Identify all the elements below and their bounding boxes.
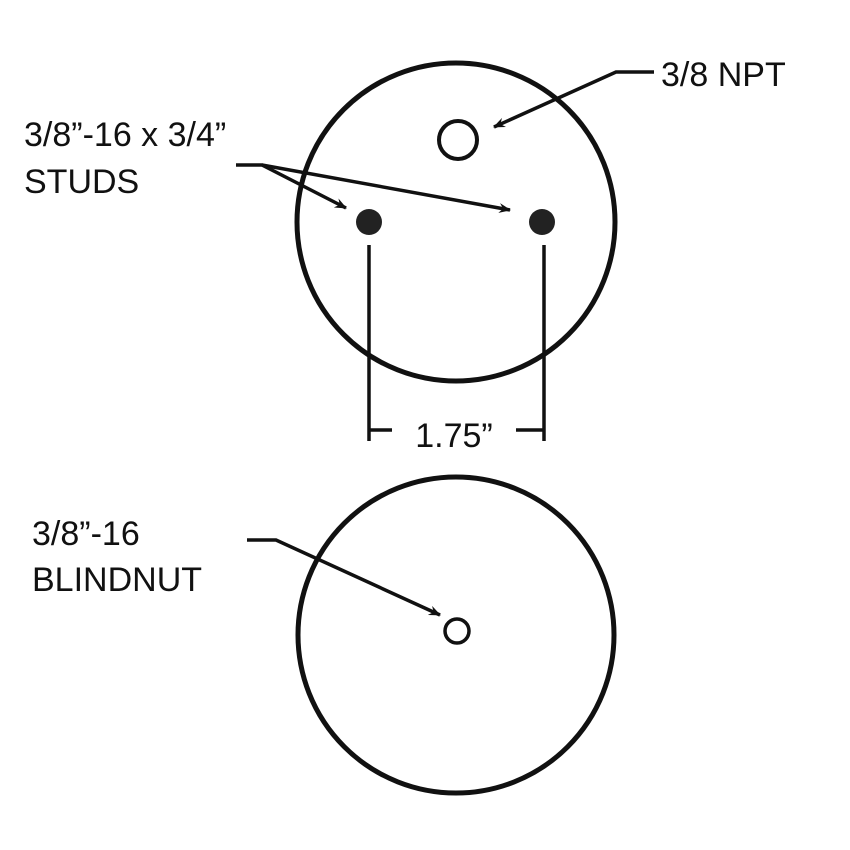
studs-label-line1: 3/8”-16 x 3/4” bbox=[24, 116, 226, 154]
top-plate-outline bbox=[294, 60, 618, 384]
blindnut-label-line1: 3/8”-16 bbox=[32, 515, 140, 553]
bottom-plate: 3/8”-16 BLINDNUT bbox=[32, 474, 617, 796]
stud-spacing-dimension: 1.75” bbox=[415, 417, 493, 455]
blindnut-label-line2: BLINDNUT bbox=[32, 561, 202, 599]
studs-label-line2: STUDS bbox=[24, 163, 139, 201]
top-plate: 3/8 NPT 3/8”-16 x 3/4” STUDS 1.75” bbox=[24, 56, 786, 455]
blindnut-hole-icon bbox=[443, 617, 471, 645]
right-stud-icon bbox=[529, 209, 555, 235]
blindnut-leader-arrow bbox=[247, 538, 441, 617]
npt-leader-arrow bbox=[493, 70, 654, 129]
npt-port-hole-icon bbox=[437, 119, 479, 161]
studs-leader-arrow-right bbox=[261, 163, 511, 213]
bottom-plate-outline bbox=[295, 474, 617, 796]
left-stud-icon bbox=[356, 209, 382, 235]
npt-port-label: 3/8 NPT bbox=[661, 56, 786, 94]
